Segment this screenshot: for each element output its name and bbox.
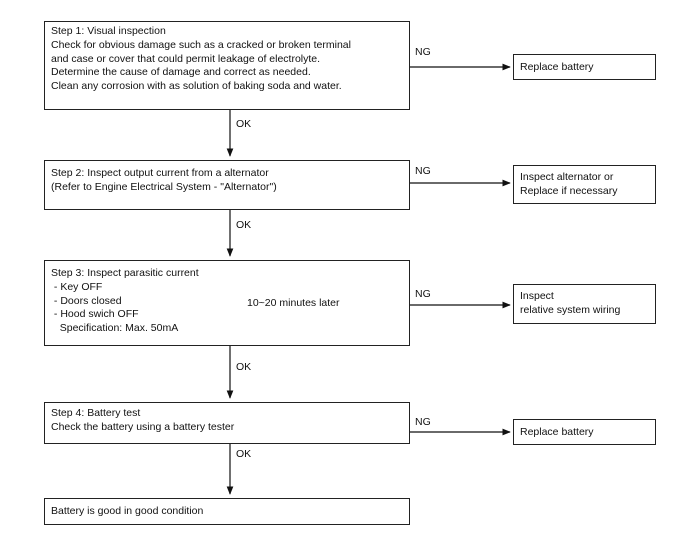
final-box: Battery is good in good condition xyxy=(44,498,410,525)
step-1-line: Determine the cause of damage and correc… xyxy=(51,66,311,79)
ok-label: OK xyxy=(236,118,252,130)
result-4-text: Replace battery xyxy=(520,426,594,438)
result-2-line: Inspect alternator or xyxy=(520,171,614,183)
step-2-box: Step 2: Inspect output current from a al… xyxy=(44,160,410,210)
step-3-timing: 10~20 minutes later xyxy=(247,297,340,309)
ok-label: OK xyxy=(236,361,252,373)
ng-label: NG xyxy=(415,165,431,177)
step-4-line: Check the battery using a battery tester xyxy=(51,420,235,433)
result-4-box: Replace battery xyxy=(513,419,656,445)
result-2-box: Inspect alternator or Replace if necessa… xyxy=(513,165,656,204)
step-3-line: - Hood swich OFF xyxy=(51,308,139,321)
ng-label: NG xyxy=(415,416,431,428)
result-2-line: Replace if necessary xyxy=(520,184,618,197)
step-3-box: Step 3: Inspect parasitic current - Key … xyxy=(44,260,410,346)
result-3-line: Inspect xyxy=(520,290,554,302)
step-2-title: Step 2: Inspect output current from a al… xyxy=(51,167,269,179)
final-text: Battery is good in good condition xyxy=(51,505,204,517)
step-3-line: - Key OFF xyxy=(51,280,103,293)
step-1-line: Clean any corrosion with as solution of … xyxy=(51,80,342,93)
ng-label: NG xyxy=(415,46,431,58)
step-1-line: and case or cover that could permit leak… xyxy=(51,52,321,65)
step-4-title: Step 4: Battery test xyxy=(51,407,141,419)
step-1-line: Check for obvious damage such as a crack… xyxy=(51,38,351,51)
result-1-text: Replace battery xyxy=(520,61,594,73)
step-2-line: (Refer to Engine Electrical System - "Al… xyxy=(51,180,277,193)
step-1-title: Step 1: Visual inspection xyxy=(51,25,166,37)
step-3-line: - Doors closed xyxy=(51,294,122,307)
ng-label: NG xyxy=(415,288,431,300)
ok-label: OK xyxy=(236,219,252,231)
step-3-title: Step 3: Inspect parasitic current xyxy=(51,267,199,279)
step-1-box: Step 1: Visual inspection Check for obvi… xyxy=(44,21,410,110)
result-3-box: Inspect relative system wiring xyxy=(513,284,656,324)
step-4-box: Step 4: Battery test Check the battery u… xyxy=(44,402,410,444)
ok-label: OK xyxy=(236,448,252,460)
result-3-line: relative system wiring xyxy=(520,303,621,316)
step-3-line: Specification: Max. 50mA xyxy=(51,322,179,335)
result-1-box: Replace battery xyxy=(513,54,656,80)
